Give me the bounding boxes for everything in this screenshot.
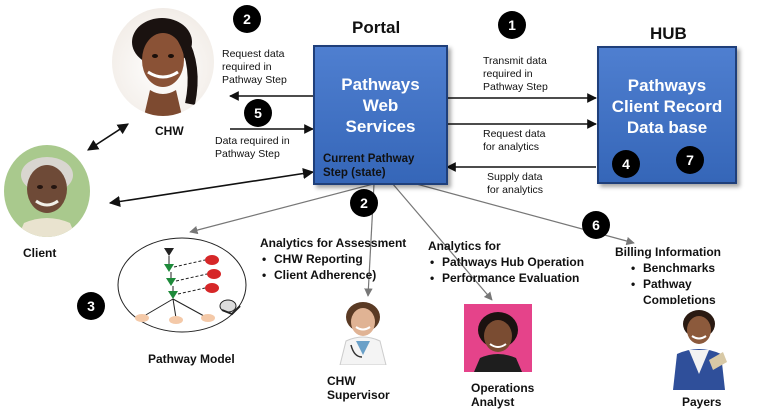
assessment-list: CHW Reporting Client Adherence): [260, 251, 406, 283]
chw-photo: [112, 8, 214, 116]
label-request-data: Request data required in Pathway Step: [222, 48, 287, 87]
hub-box-title: Pathways Client Record Data base: [599, 75, 735, 138]
portal-title-line: Services: [345, 117, 416, 136]
step-badge-7: 7: [676, 146, 704, 174]
label-line: Transmit data: [483, 55, 547, 67]
label-line: for analytics: [483, 141, 540, 153]
portal-title-line: Web: [362, 96, 399, 115]
pathway-model-label: Pathway Model: [148, 352, 235, 366]
label-line: required in: [483, 68, 533, 80]
arrow-client-portal: [108, 167, 315, 208]
payers-label: Payers: [682, 395, 722, 409]
label-request-analytics: Request data for analytics: [483, 128, 545, 154]
label-line: Supervisor: [327, 388, 390, 402]
step-badge-2-analytics: 2: [350, 189, 378, 217]
state-line: Current Pathway: [323, 153, 415, 165]
hub-title-line: Data base: [626, 118, 708, 137]
label-line: required in: [222, 61, 272, 73]
step-badge-1: 1: [498, 11, 526, 39]
step-badge-2: 2: [233, 5, 261, 33]
billing-title: Billing Information: [615, 245, 721, 259]
pathway-model-graphic: [116, 236, 248, 334]
portal-title-line: Pathways: [341, 75, 420, 94]
label-line: CHW: [327, 374, 356, 388]
chw-supervisor-photo: [332, 297, 394, 365]
hub-header: HUB: [650, 24, 687, 43]
arrow-to-pathway-model: [189, 180, 386, 235]
payers-photo: [665, 304, 733, 390]
label-line: Operations: [471, 381, 535, 395]
step-badge-6: 6: [582, 211, 610, 239]
step-badge-5: 5: [244, 99, 272, 127]
label-line: Pathway Step: [483, 81, 548, 93]
label-supply-analytics: Supply data for analytics: [487, 171, 543, 197]
assessment-item: CHW Reporting: [262, 251, 406, 267]
hub-title-line: Client Record: [611, 97, 723, 116]
operations-title: Analytics for: [428, 239, 501, 253]
current-pathway-state: Current Pathway Step (state): [323, 152, 414, 180]
label-transmit-data: Transmit data required in Pathway Step: [483, 55, 548, 94]
portal-box-title: Pathways Web Services: [315, 74, 446, 137]
operations-section: Analytics for Pathways Hub Operation Per…: [428, 239, 584, 286]
label-line: for analytics: [487, 184, 544, 196]
label-line: Pathway Step: [215, 148, 280, 160]
operations-item: Performance Evaluation: [430, 270, 584, 286]
assessment-item: Client Adherence): [262, 267, 406, 283]
label-line: Analyst: [471, 395, 515, 409]
label-line: Request data: [222, 48, 285, 60]
operations-analyst-label: Operations Analyst: [471, 381, 534, 409]
billing-item: Pathway Completions: [631, 276, 767, 308]
step-badge-3: 3: [77, 292, 105, 320]
label-line: Request data: [483, 128, 546, 140]
chw-supervisor-label: CHW Supervisor: [327, 374, 390, 402]
client-label: Client: [23, 246, 57, 260]
portal-header: Portal: [352, 18, 401, 37]
billing-item: Benchmarks: [631, 260, 767, 276]
chw-label: CHW: [155, 124, 184, 138]
client-photo: [4, 145, 90, 237]
state-line: Step (state): [323, 167, 386, 179]
label-line: Pathway Step: [222, 74, 287, 86]
operations-item: Pathways Hub Operation: [430, 254, 584, 270]
hub-title-line: Pathways: [627, 76, 707, 95]
label-line: Data required in: [215, 135, 290, 147]
label-line: Supply data: [487, 171, 543, 183]
billing-list: Benchmarks Pathway Completions: [615, 260, 767, 308]
billing-section: Billing Information Benchmarks Pathway C…: [615, 245, 767, 308]
portal-box: Pathways Web Services Current Pathway St…: [313, 45, 448, 185]
step-badge-4: 4: [612, 150, 640, 178]
assessment-section: Analytics for Assessment CHW Reporting C…: [260, 236, 406, 283]
assessment-title: Analytics for Assessment: [260, 236, 407, 250]
arrow-chw-client: [87, 123, 129, 151]
operations-list: Pathways Hub Operation Performance Evalu…: [428, 254, 584, 286]
label-data-required: Data required in Pathway Step: [215, 135, 290, 161]
operations-analyst-photo: [464, 304, 532, 372]
